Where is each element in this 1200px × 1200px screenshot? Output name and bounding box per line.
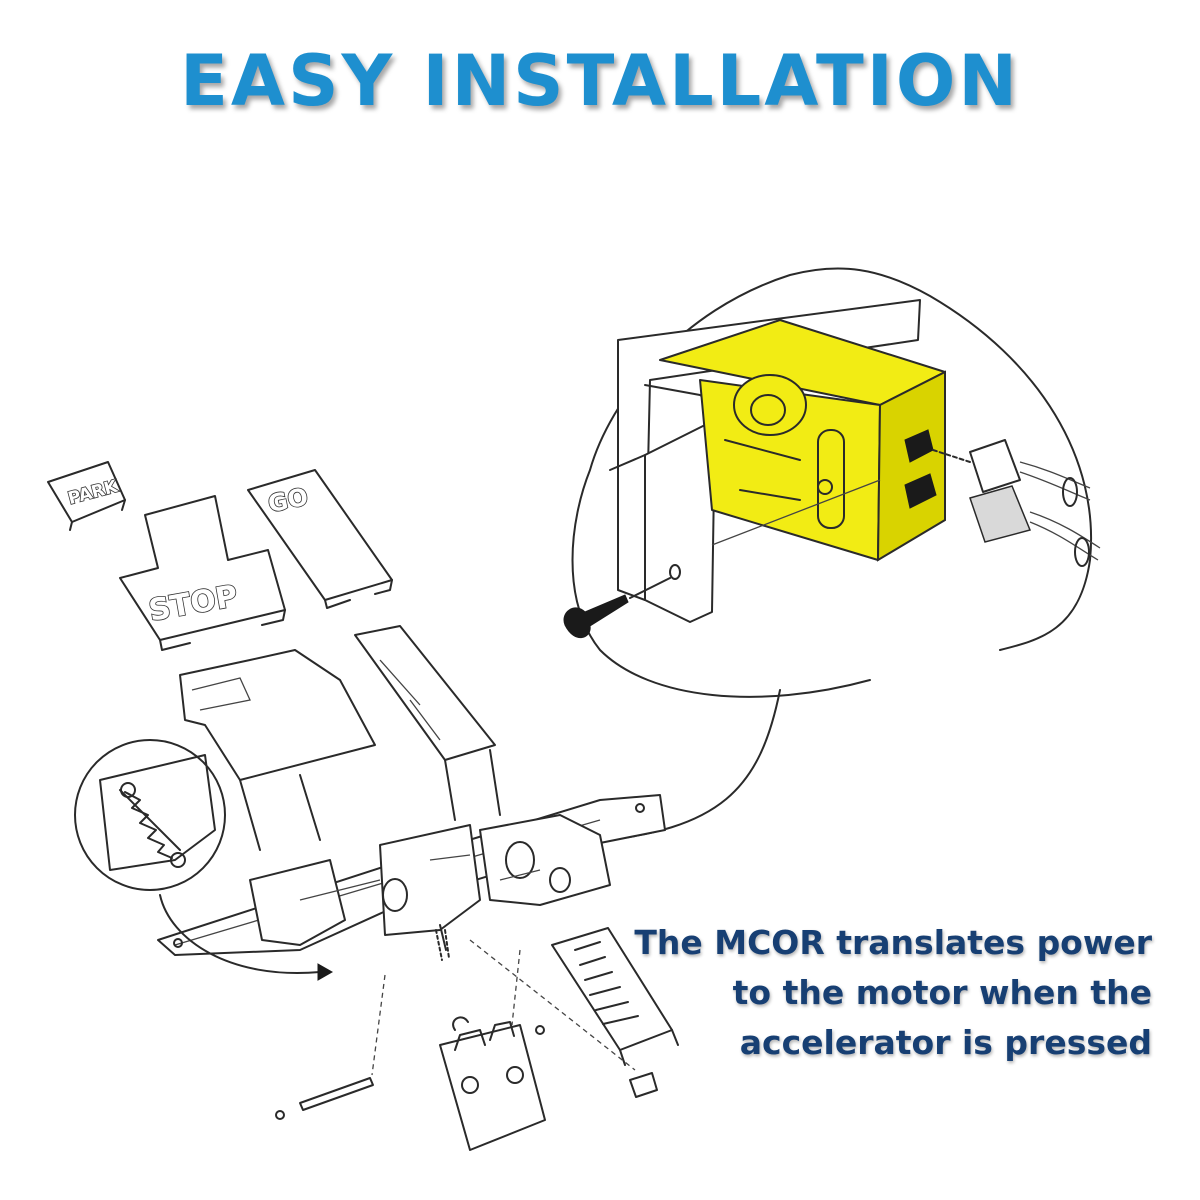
caption-line-3: accelerator is pressed <box>739 1023 1152 1062</box>
spring-cartridge <box>551 927 679 1098</box>
page-title: EASY INSTALLATION <box>180 40 1020 122</box>
go-plate: GO <box>247 469 393 609</box>
pivot-rod <box>275 939 636 1120</box>
caption: The MCOR translates power to the motor w… <box>592 918 1152 1068</box>
caption-line-2: to the motor when the <box>732 973 1152 1012</box>
stop-plate: STOP <box>119 495 286 651</box>
mcor-module <box>659 319 946 562</box>
spring-detail-circle <box>74 739 334 981</box>
wire-connectors <box>932 439 1101 567</box>
park-plate: PARK <box>47 461 126 531</box>
pedal-assembly <box>157 625 666 961</box>
lower-pedal-bracket <box>439 949 546 1151</box>
caption-line-1: The MCOR translates power <box>634 923 1152 962</box>
mounting-screw <box>563 479 881 638</box>
